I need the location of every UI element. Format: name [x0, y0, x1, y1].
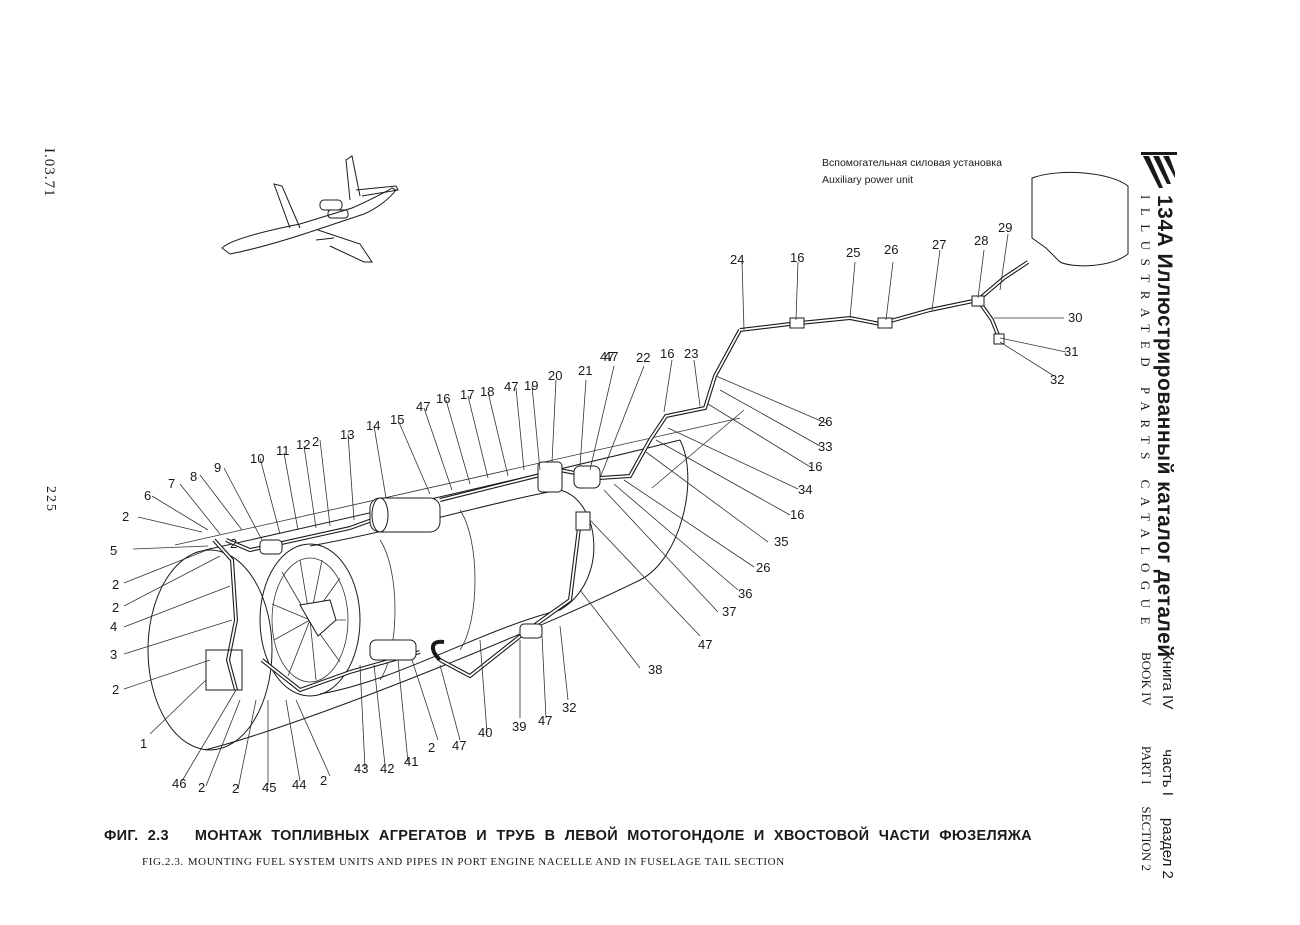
callout-5: 5: [110, 543, 117, 558]
callout-45: 45: [262, 780, 276, 795]
callout-25: 25: [846, 245, 860, 260]
callout-4: 4: [110, 619, 117, 634]
callout-23: 23: [684, 346, 698, 361]
callout-32: 32: [562, 700, 576, 715]
callout-26: 26: [756, 560, 770, 575]
figure-title-ru: МОНТАЖ ТОПЛИВНЫХ АГРЕГАТОВ И ТРУБ В ЛЕВО…: [194, 828, 1032, 844]
callout-27: 27: [932, 237, 946, 252]
callout-20: 20: [548, 368, 562, 383]
callout-26: 26: [818, 414, 832, 429]
apu-label-en: Auxiliary power unit: [822, 174, 914, 186]
manufacturer-logo-icon: [1141, 152, 1177, 188]
callout-47: 47: [416, 399, 430, 414]
callout-34: 34: [798, 482, 812, 497]
callout-2: 2: [112, 577, 119, 592]
callout-31: 31: [1064, 344, 1078, 359]
callout-14: 14: [366, 418, 380, 433]
callout-8: 8: [190, 469, 197, 484]
callout-42: 42: [380, 761, 394, 776]
callout-17: 17: [460, 387, 474, 402]
callout-16: 16: [790, 507, 804, 522]
callout-10: 10: [250, 451, 264, 466]
callout-32: 32: [1050, 372, 1064, 387]
callout-2: 2: [320, 773, 327, 788]
callout-2: 2: [122, 509, 129, 524]
callout-2: 2: [112, 600, 119, 615]
callout-6: 6: [144, 488, 151, 503]
figure-number-ru: ФИГ. 2.3: [104, 828, 169, 844]
callout-2: 2: [232, 781, 239, 796]
callout-43: 43: [354, 761, 368, 776]
callout-47: 47: [600, 349, 614, 364]
aircraft-silhouette: [221, 155, 399, 263]
callout-44: 44: [292, 777, 306, 792]
leader-lines: [123, 233, 1067, 790]
callout-2: 2: [198, 780, 205, 795]
callout-7: 7: [168, 476, 175, 491]
callout-22: 22: [636, 350, 650, 365]
callout-15: 15: [390, 412, 404, 427]
callout-37: 37: [722, 604, 736, 619]
callout-16: 16: [790, 250, 804, 265]
callout-1: 1: [140, 736, 147, 751]
callout-47: 47: [698, 637, 712, 652]
callout-24: 24: [730, 252, 744, 267]
callout-13: 13: [340, 427, 354, 442]
callout-28: 28: [974, 233, 988, 248]
caption-en: FIG.2.3.MOUNTING FUEL SYSTEM UNITS AND P…: [142, 856, 785, 868]
callout-26: 26: [884, 242, 898, 257]
callout-16: 16: [660, 346, 674, 361]
figure-title-en: MOUNTING FUEL SYSTEM UNITS AND PIPES IN …: [187, 856, 785, 868]
callout-21: 21: [578, 363, 592, 378]
figure-number-en: FIG.2.3.: [142, 856, 184, 868]
callout-35: 35: [774, 534, 788, 549]
callout-11: 11: [276, 443, 290, 458]
callout-47: 47: [504, 379, 518, 394]
engine-nacelle: [147, 417, 741, 751]
callout-2: 2: [230, 536, 237, 551]
callout-36: 36: [738, 586, 752, 601]
callout-18: 18: [480, 384, 494, 399]
nacelle-fuel-pipes: [205, 329, 742, 693]
callout-16: 16: [436, 391, 450, 406]
callout-41: 41: [404, 754, 418, 769]
callout-16: 16: [808, 459, 822, 474]
callout-40: 40: [478, 725, 492, 740]
callout-12: 12: [296, 437, 310, 452]
callout-39: 39: [512, 719, 526, 734]
callout-2: 2: [112, 682, 119, 697]
callout-47: 47: [538, 713, 552, 728]
callout-3: 3: [110, 647, 117, 662]
fuselage-tail-pipes: [739, 171, 1129, 345]
callout-33: 33: [818, 439, 832, 454]
callout-38: 38: [648, 662, 662, 677]
engine-core: [259, 489, 595, 697]
callout-47: 47: [452, 738, 466, 753]
callout-2: 2: [428, 740, 435, 755]
apu-label-ru: Вспомогательная силовая установка: [822, 157, 1002, 169]
caption-ru: ФИГ. 2.3 МОНТАЖ ТОПЛИВНЫХ АГРЕГАТОВ И ТРУ…: [104, 828, 1032, 844]
callout-19: 19: [524, 378, 538, 393]
callout-46: 46: [172, 776, 186, 791]
callout-2: 2: [312, 434, 319, 449]
callout-29: 29: [998, 220, 1012, 235]
callout-30: 30: [1068, 310, 1082, 325]
callout-47: 47: [604, 349, 618, 364]
callout-9: 9: [214, 460, 221, 475]
